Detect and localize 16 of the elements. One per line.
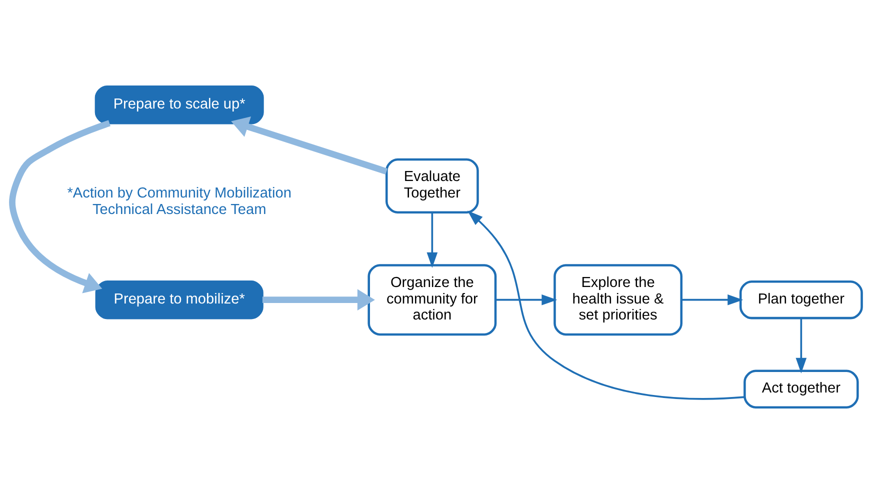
arrow bbox=[231, 116, 388, 174]
arrow bbox=[496, 294, 558, 305]
node-box: Act together bbox=[744, 369, 859, 408]
node-box: Organize the community for action bbox=[368, 264, 497, 336]
node-box: Evaluate Together bbox=[385, 158, 479, 214]
arrow bbox=[796, 318, 807, 373]
arrow bbox=[467, 210, 745, 400]
arrow bbox=[682, 294, 744, 305]
node-box: Prepare to mobilize* bbox=[95, 280, 264, 319]
arrow bbox=[9, 120, 110, 293]
node-box: Plan together bbox=[739, 280, 863, 319]
arrow bbox=[262, 288, 375, 310]
node-box: Explore the health issue & set priorities bbox=[554, 264, 682, 336]
label: *Action by Community Mobilization Technical Assistance Team bbox=[67, 185, 292, 218]
node-box: Prepare to scale up* bbox=[94, 85, 264, 124]
arrow bbox=[426, 212, 438, 268]
